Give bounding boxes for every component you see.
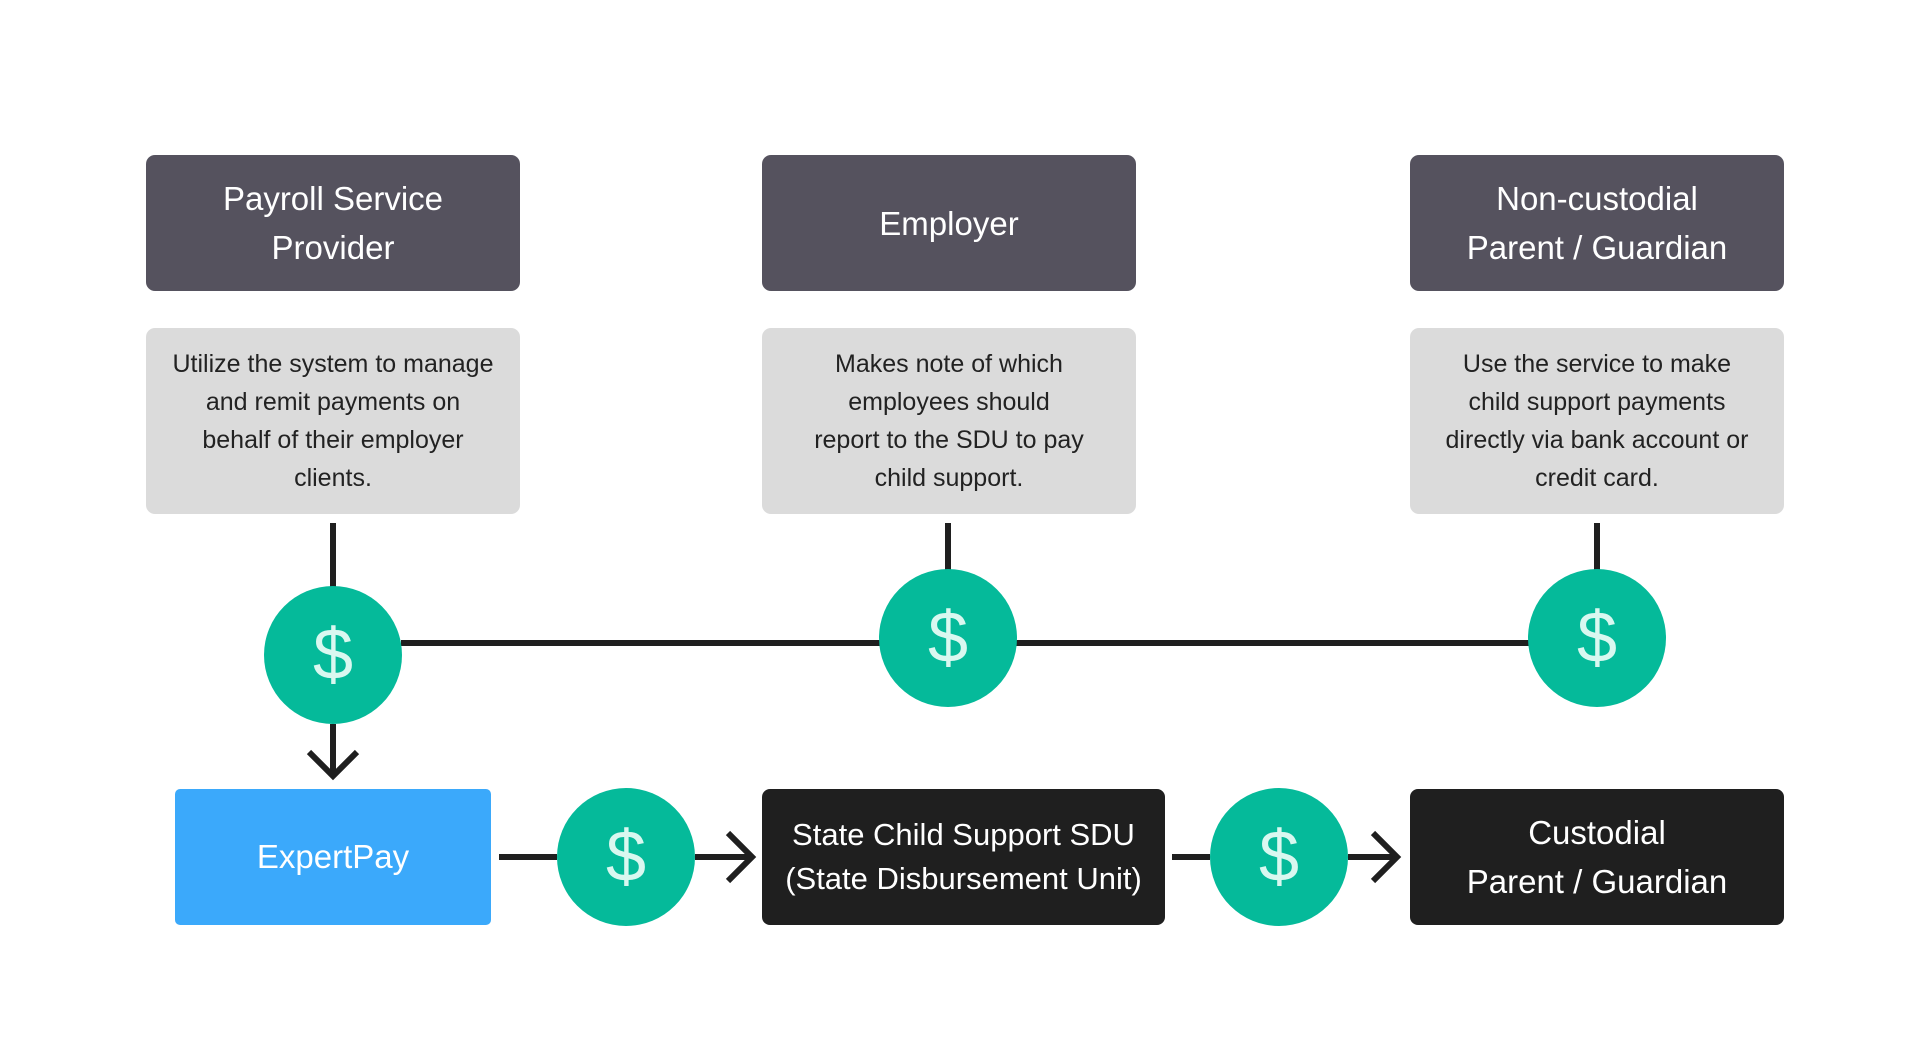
description-text: Makes note of which employees should rep… xyxy=(814,350,1084,492)
arrowhead-down-icon xyxy=(306,749,360,781)
description-text: Utilize the system to manage and remit p… xyxy=(172,350,494,492)
dollar-coin-icon: $ xyxy=(1210,788,1348,926)
dollar-coin-icon: $ xyxy=(557,788,695,926)
dollar-symbol: $ xyxy=(927,598,969,678)
sdu-box: State Child Support SDU (State Disbursem… xyxy=(762,789,1165,925)
arrowhead-right-icon xyxy=(1370,830,1402,884)
dollar-symbol: $ xyxy=(1258,817,1300,897)
description-text: Use the service to make child support pa… xyxy=(1445,350,1749,492)
expertpay-label: ExpertPay xyxy=(256,838,410,875)
dollar-symbol: $ xyxy=(605,817,647,897)
role-employer: Employer xyxy=(762,155,1136,291)
dollar-symbol: $ xyxy=(312,615,354,695)
description-employer: Makes note of which employees should rep… xyxy=(762,328,1136,514)
role-title: Non-custodial Parent / Guardian xyxy=(1466,180,1728,266)
dollar-symbol: $ xyxy=(1576,598,1618,678)
role-noncustodial-parent: Non-custodial Parent / Guardian xyxy=(1410,155,1784,291)
role-title: Payroll Service Provider xyxy=(222,180,444,266)
arrowhead-right-icon xyxy=(725,830,757,884)
description-noncustodial-parent: Use the service to make child support pa… xyxy=(1410,328,1784,514)
dollar-coin-icon: $ xyxy=(1528,569,1666,707)
dollar-coin-icon: $ xyxy=(264,586,402,724)
custodial-label: Custodial Parent / Guardian xyxy=(1466,814,1728,900)
expertpay-box: ExpertPay xyxy=(175,789,491,925)
role-payroll-service-provider: Payroll Service Provider xyxy=(146,155,520,291)
dollar-coin-icon: $ xyxy=(879,569,1017,707)
sdu-label: State Child Support SDU (State Disbursem… xyxy=(785,817,1142,896)
role-title: Employer xyxy=(879,204,1019,242)
description-payroll-service-provider: Utilize the system to manage and remit p… xyxy=(146,328,520,514)
custodial-parent-box: Custodial Parent / Guardian xyxy=(1410,789,1784,925)
